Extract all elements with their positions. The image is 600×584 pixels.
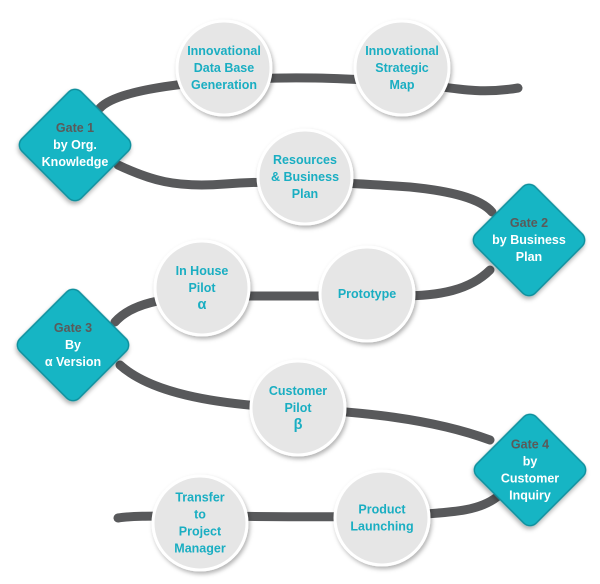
step-in-house-pilot-line: α — [198, 297, 207, 313]
gate-2-line: by Business — [492, 233, 566, 247]
step-innovational-data-base-generation-line: Generation — [191, 78, 257, 92]
gate-2-line: Plan — [516, 250, 542, 264]
gate-3-diamond: Gate 3 By α Version — [16, 288, 130, 402]
gate-3-line: Gate 3 — [54, 321, 92, 335]
gate-shape — [472, 183, 586, 297]
gate-1-diamond: Gate 1 by Org. Knowledge — [18, 88, 132, 202]
step-in-house-pilot-line: In House — [176, 264, 229, 278]
step-innovational-strategic-map-line: Map — [390, 78, 415, 92]
step-transfer-to-project-manager-line: Transfer — [175, 491, 224, 505]
step-innovational-data-base-generation-line: Innovational — [187, 44, 261, 58]
gate-1-line: by Org. — [53, 138, 97, 152]
step-circle — [353, 19, 451, 117]
gate-1-line: Gate 1 — [56, 121, 94, 135]
step-resources-business-plan-line: & Business — [271, 170, 339, 184]
step-customer-pilot-line: Customer — [269, 384, 327, 398]
step-customer-pilot-line: Pilot — [284, 401, 312, 415]
gate-4-line: Gate 4 — [511, 438, 549, 452]
step-customer-pilot-line: β — [294, 417, 303, 433]
step-product-launching-line: Launching — [350, 520, 413, 534]
step-circle — [249, 359, 347, 457]
gate-4-line: by — [523, 455, 538, 469]
step-in-house-pilot-line: Pilot — [188, 281, 216, 295]
step-innovational-strategic-map-line: Strategic — [375, 61, 429, 75]
step-circle — [151, 474, 249, 572]
step-circle — [318, 245, 416, 343]
step-prototype-line: Prototype — [338, 287, 396, 301]
gate-3-line: By — [65, 338, 81, 352]
step-circle — [153, 239, 251, 337]
gate-3-line: α Version — [45, 355, 101, 369]
gate-shape — [16, 288, 130, 402]
gate-1-line: Knowledge — [42, 155, 109, 169]
step-prototype: Prototype — [318, 245, 416, 343]
step-circle — [256, 128, 354, 226]
step-resources-business-plan-line: Plan — [292, 187, 318, 201]
step-product-launching-line: Product — [358, 503, 406, 517]
step-circle — [333, 469, 431, 567]
step-circle — [175, 19, 273, 117]
gate-4-line: Customer — [501, 472, 559, 486]
step-innovational-data-base-generation-line: Data Base — [194, 61, 254, 75]
step-transfer-to-project-manager-line: Project — [179, 525, 222, 539]
step-transfer-to-project-manager-line: Manager — [174, 542, 226, 556]
step-transfer-to-project-manager-line: to — [194, 508, 206, 522]
gate-4-line: Inquiry — [509, 489, 551, 503]
gate-2-line: Gate 2 — [510, 216, 548, 230]
step-innovational-strategic-map-line: Innovational — [365, 44, 439, 58]
gate-shape — [18, 88, 132, 202]
step-resources-business-plan-line: Resources — [273, 153, 337, 167]
gate-shape — [473, 413, 587, 527]
